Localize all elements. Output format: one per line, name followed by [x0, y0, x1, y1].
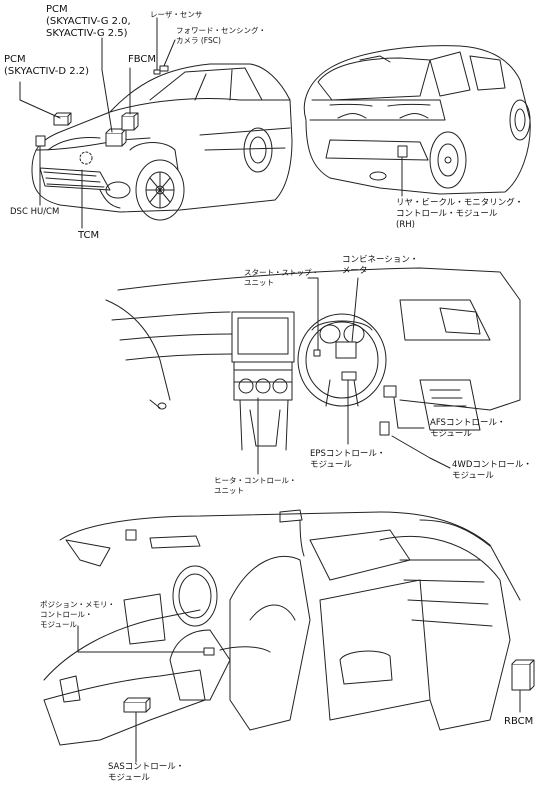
pcm-g-module — [105, 132, 123, 147]
label-awd-module: 4WDコントロール・ モジュール — [452, 460, 532, 481]
rear-car-illustration — [303, 45, 531, 195]
label-tcm: TCM — [78, 230, 100, 241]
label-combination-meter: コンビネーション・ メータ — [342, 255, 419, 276]
label-pcm-skyactiv-d: PCM (SKYACTIV-D 2.2) — [4, 54, 90, 77]
awd-module — [379, 421, 390, 436]
label-rear-vehicle-monitoring: リヤ・ビークル・モニタリング・ コントロール・モジュール (RH) — [396, 198, 524, 230]
label-heater-control-unit: ヒータ・コントロール・ ユニット — [214, 476, 297, 495]
label-rbcm: RBCM — [504, 716, 534, 727]
label-afs-module: AFSコントロール・ モジュール — [430, 418, 506, 439]
sas-module — [123, 701, 147, 713]
fbcm-module — [121, 115, 135, 131]
dsc-hu-cm-module — [35, 135, 46, 147]
label-start-stop-unit: スタート・ストップ・ ユニット — [244, 268, 319, 287]
label-pcm-skyactiv-g: PCM (SKYACTIV-G 2.0, SKYACTIV-G 2.5) — [46, 4, 131, 39]
afs-module — [383, 385, 397, 398]
position-memory-module — [203, 647, 215, 656]
label-position-memory-module: ポジション・メモリ・ コントロール・ モジュール — [40, 600, 115, 629]
laser-sensor-module — [153, 69, 161, 75]
start-stop-unit — [313, 349, 321, 357]
interior-illustration — [43, 509, 521, 746]
label-sas-module: SASコントロール・ モジュール — [108, 762, 185, 783]
fsc-camera-module — [159, 65, 169, 72]
eps-module — [341, 371, 357, 381]
dashboard-illustration — [105, 267, 521, 451]
label-dsc-hu-cm: DSC HU/CM — [10, 207, 60, 217]
label-fsc-camera: フォワード・センシング・ カメラ (FSC) — [176, 26, 266, 45]
front-car-illustration — [31, 63, 293, 221]
rear-vehicle-monitoring-module — [397, 145, 408, 158]
label-eps-module: EPSコントロール・ モジュール — [310, 449, 386, 470]
pcm-d-module — [53, 115, 69, 126]
label-laser-sensor: レーザ・センサ — [150, 10, 203, 19]
label-fbcm: FBCM — [128, 54, 157, 65]
rbcm-module — [511, 663, 531, 691]
